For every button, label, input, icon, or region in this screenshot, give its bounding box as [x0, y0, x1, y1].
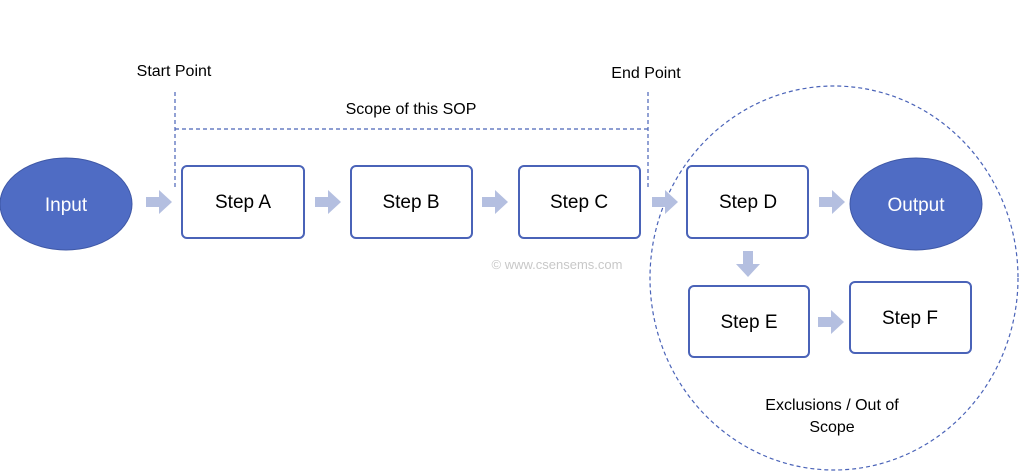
- output-label: Output: [887, 195, 945, 216]
- right-arrow-icon: [819, 190, 845, 214]
- step-a-label: Step A: [215, 192, 271, 213]
- step-d-label: Step D: [719, 192, 777, 213]
- step-e-box: [688, 285, 810, 358]
- scope-label: Scope of this SOP: [346, 101, 477, 118]
- exclusions-label-line2: Scope: [809, 419, 854, 436]
- step-c-box: [518, 165, 641, 239]
- end-point-label: End Point: [611, 65, 681, 82]
- step-c-label: Step C: [550, 192, 608, 213]
- watermark: © www.csensems.com: [492, 257, 623, 272]
- right-arrow-icon: [652, 190, 678, 214]
- input-node: [0, 157, 133, 251]
- step-f-label: Step F: [882, 308, 938, 329]
- right-arrow-icon: [482, 190, 508, 214]
- exclusions-circle: [649, 85, 1019, 471]
- input-label: Input: [45, 195, 88, 216]
- step-f-box: [849, 281, 972, 354]
- step-a-box: [181, 165, 305, 239]
- right-arrow-icon: [146, 190, 172, 214]
- down-arrow-icon: [736, 251, 760, 277]
- step-b-box: [350, 165, 473, 239]
- start-point-label: Start Point: [137, 63, 212, 80]
- output-node: [849, 157, 983, 251]
- step-d-box: [686, 165, 809, 239]
- right-arrow-icon: [818, 310, 844, 334]
- right-arrow-icon: [315, 190, 341, 214]
- exclusions-label-line1: Exclusions / Out of: [765, 397, 899, 414]
- step-b-label: Step B: [382, 192, 439, 213]
- step-e-label: Step E: [720, 312, 777, 333]
